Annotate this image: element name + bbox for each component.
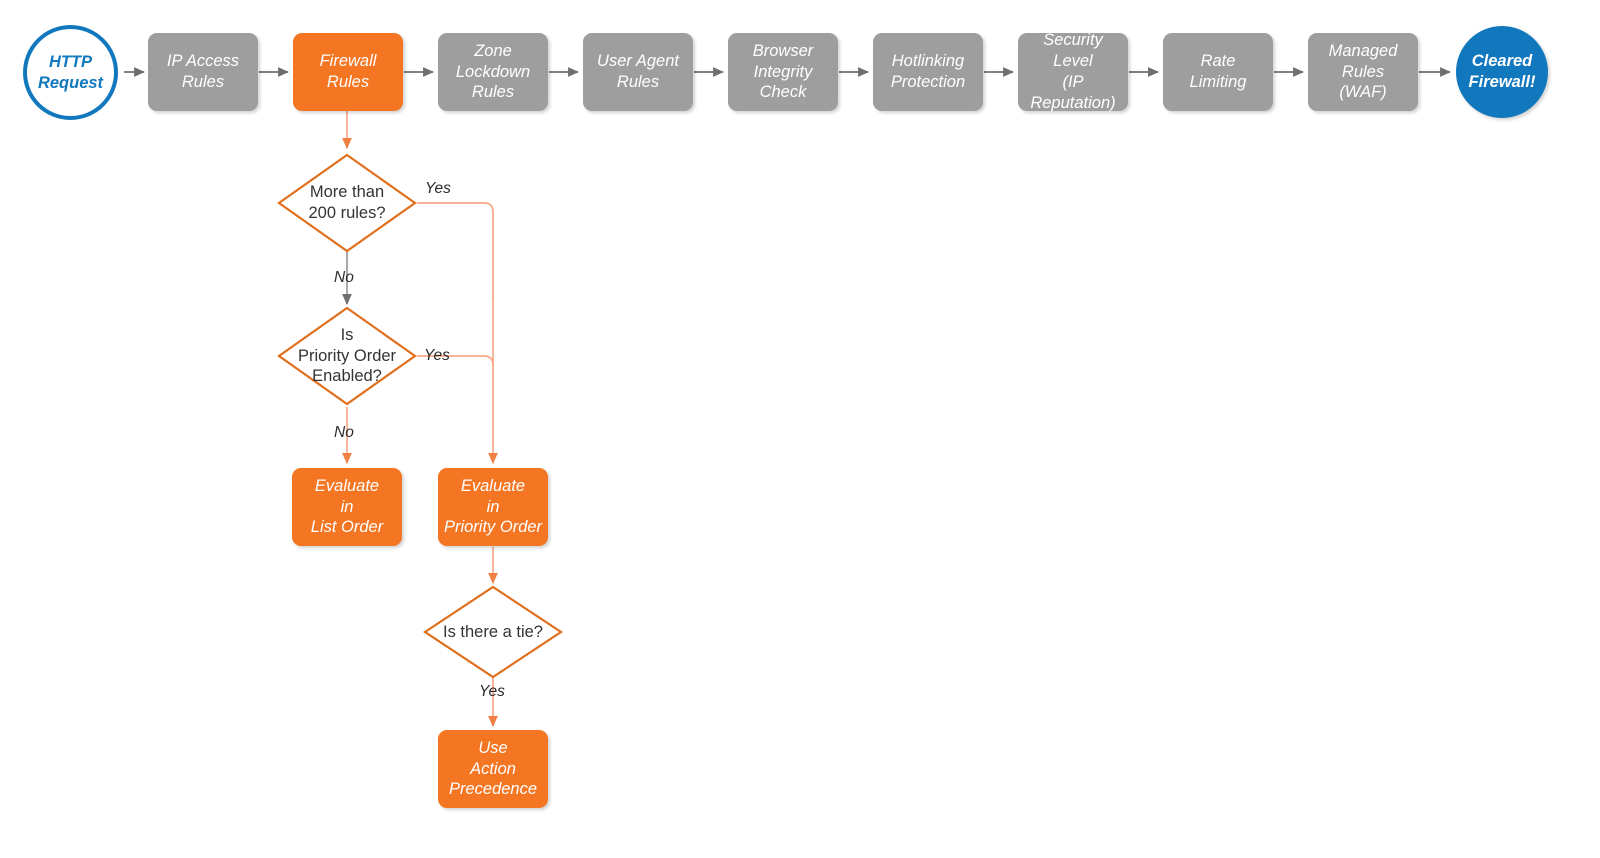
- node-use-action-precedence-label: Use Action Precedence: [448, 738, 538, 799]
- edge-label-decision-200-rules-yes: Yes: [425, 180, 451, 197]
- node-browser-integrity-check[interactable]: Browser Integrity Check: [728, 33, 838, 111]
- node-decision-priority-order-enabled-label: Is Priority Order Enabled?: [297, 325, 397, 386]
- node-decision-is-there-a-tie[interactable]: Is there a tie?: [423, 585, 563, 679]
- node-decision-more-than-200-rules-label: More than 200 rules?: [308, 183, 386, 222]
- node-evaluate-in-list-order[interactable]: Evaluate in List Order: [292, 468, 402, 546]
- node-hotlinking-protection[interactable]: Hotlinking Protection: [873, 33, 983, 111]
- node-managed-rules-waf[interactable]: Managed Rules (WAF): [1308, 33, 1418, 111]
- node-decision-more-than-200-rules[interactable]: More than 200 rules?: [277, 153, 417, 253]
- diamond-shape-priority-order-enabled: [277, 306, 417, 406]
- node-cleared-firewall[interactable]: Cleared Firewall!: [1456, 26, 1548, 118]
- node-user-agent-rules-label: User Agent Rules: [597, 52, 679, 91]
- node-firewall-rules[interactable]: Firewall Rules: [293, 33, 403, 111]
- node-rate-limiting-label: Rate Limiting: [1189, 52, 1247, 91]
- node-evaluate-in-list-order-label: Evaluate in List Order: [310, 476, 384, 537]
- node-decision-priority-order-enabled[interactable]: Is Priority Order Enabled?: [277, 306, 417, 406]
- node-http-request[interactable]: HTTP Request: [23, 25, 118, 120]
- edge-label-decision-priority-order-yes: Yes: [424, 347, 450, 364]
- edge-label-tie-decision-yes: Yes: [479, 683, 505, 700]
- node-zone-lockdown-rules-label: Zone Lockdown Rules: [455, 41, 531, 102]
- node-user-agent-rules[interactable]: User Agent Rules: [583, 33, 693, 111]
- node-security-level-label: Security Level (IP Reputation): [1030, 31, 1116, 112]
- node-security-level[interactable]: Security Level (IP Reputation): [1018, 31, 1128, 112]
- node-browser-integrity-check-label: Browser Integrity Check: [752, 41, 814, 102]
- edge-label-decision-200-rules-no: No: [334, 269, 354, 286]
- edge-label-decision-priority-order-no: No: [334, 424, 354, 441]
- diamond-shape-more-than-200-rules: [277, 153, 417, 253]
- node-evaluate-in-priority-order[interactable]: Evaluate in Priority Order: [438, 468, 548, 546]
- node-use-action-precedence[interactable]: Use Action Precedence: [438, 730, 548, 808]
- node-rate-limiting[interactable]: Rate Limiting: [1163, 33, 1273, 111]
- edge-decision-200-rules-yes: [417, 202, 494, 300]
- node-managed-rules-waf-label: Managed Rules (WAF): [1328, 41, 1398, 102]
- node-firewall-rules-label: Firewall Rules: [319, 52, 377, 91]
- node-decision-is-there-a-tie-label: Is there a tie?: [443, 622, 543, 641]
- node-ip-access-rules-label: IP Access Rules: [166, 52, 240, 91]
- edge-decision-priority-order-yes: [417, 355, 498, 465]
- node-hotlinking-protection-label: Hotlinking Protection: [890, 52, 966, 91]
- node-zone-lockdown-rules[interactable]: Zone Lockdown Rules: [438, 33, 548, 111]
- node-evaluate-in-priority-order-label: Evaluate in Priority Order: [443, 476, 543, 537]
- node-http-request-label: HTTP Request: [37, 52, 104, 92]
- node-ip-access-rules[interactable]: IP Access Rules: [148, 33, 258, 111]
- node-cleared-firewall-label: Cleared Firewall!: [1468, 52, 1536, 91]
- diamond-shape-is-there-a-tie: [423, 585, 563, 679]
